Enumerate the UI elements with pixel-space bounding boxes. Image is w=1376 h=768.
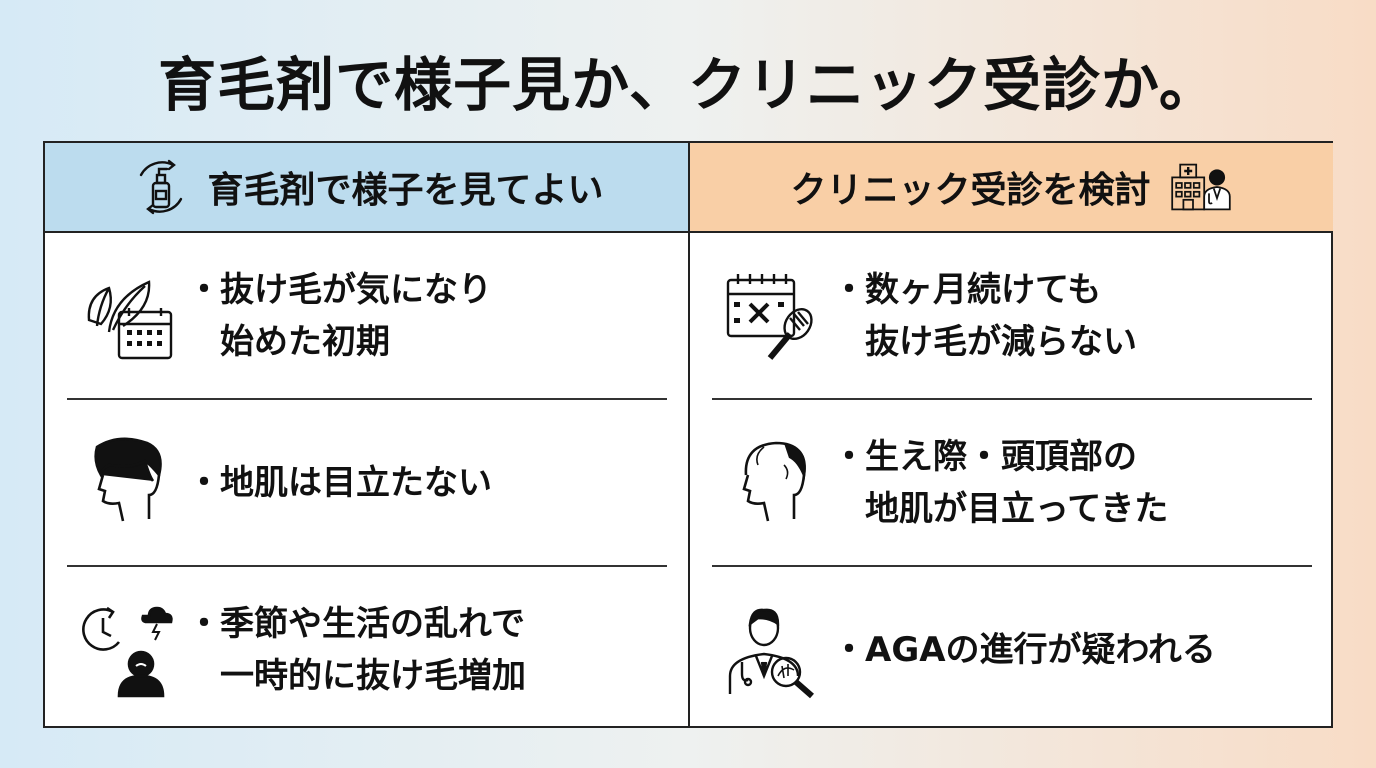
right-item-1-text: ・ 数ヶ月続けても 抜け毛が減らない [832, 264, 1137, 368]
doctor-magnifier-icon [728, 608, 814, 698]
row-separator [712, 565, 1312, 567]
bullet: ・ [187, 269, 221, 310]
right-item-2-line-1: 生え際・頭頂部の [865, 436, 1137, 477]
hospital-doctor-icon [1170, 163, 1231, 211]
leaf-calendar-icon [87, 279, 173, 359]
left-item-2-text: ・ 地肌は目立たない [187, 457, 492, 509]
right-row-1: ・ 数ヶ月続けても 抜け毛が減らない [690, 233, 1333, 398]
left-row-1: ・ 抜け毛が気になり 始めた初期 [45, 233, 688, 398]
header-left-label: 育毛剤で様子を見てよい [207, 170, 604, 211]
bullet: ・ [832, 436, 866, 477]
left-row-3: ・ 季節や生活の乱れで 一時的に抜け毛増加 [45, 567, 688, 732]
right-column: ・ 数ヶ月続けても 抜け毛が減らない ・ 生え際・頭頂部の 地肌が目立っ [690, 233, 1333, 728]
left-item-3-line-1: 季節や生活の乱れで [220, 603, 525, 644]
left-item-1-text: ・ 抜け毛が気になり 始めた初期 [187, 264, 492, 368]
right-item-2-line-2: 地肌が目立ってきた [865, 488, 1169, 529]
balding-head-icon [742, 441, 806, 521]
row-separator [712, 398, 1312, 400]
right-item-1-line-1: 数ヶ月続けても [865, 269, 1102, 310]
bullet: ・ [187, 462, 221, 503]
right-item-2-text: ・ 生え際・頭頂部の 地肌が目立ってきた [832, 431, 1168, 535]
right-item-3-text: ・ AGAの進行が疑われる [832, 624, 1216, 676]
comparison-table: 育毛剤で様子を見てよい クリニック受診を検討 [43, 141, 1333, 728]
bullet: ・ [832, 269, 866, 310]
page-title: 育毛剤で様子見か、クリニック受診か。 [158, 51, 1218, 119]
left-item-3-line-2: 一時的に抜け毛増加 [220, 655, 526, 696]
row-separator [67, 398, 667, 400]
left-item-3-text: ・ 季節や生活の乱れで 一時的に抜け毛増加 [187, 598, 526, 702]
header-right: クリニック受診を検討 [690, 143, 1333, 233]
column-divider [688, 143, 690, 726]
calendar-brush-icon [726, 273, 813, 360]
left-item-2-line-1: 地肌は目立たない [220, 462, 492, 503]
right-row-2: ・ 生え際・頭頂部の 地肌が目立ってきた [690, 400, 1333, 565]
header-left: 育毛剤で様子を見てよい [45, 143, 688, 233]
left-column: ・ 抜け毛が気になり 始めた初期 ・ 地肌は目立たない [45, 233, 688, 728]
clock-stressed-person-icon [82, 606, 173, 697]
row-separator [67, 565, 667, 567]
spray-bottle-cycle-icon [140, 159, 183, 215]
left-row-2: ・ 地肌は目立たない [45, 400, 688, 565]
left-item-1-line-2: 始めた初期 [220, 321, 390, 362]
right-row-3: ・ AGAの進行が疑われる [690, 567, 1333, 732]
bullet: ・ [832, 629, 866, 670]
right-item-1-line-2: 抜け毛が減らない [865, 321, 1137, 362]
right-item-3-line-1: AGAの進行が疑われる [865, 629, 1216, 670]
left-item-1-line-1: 抜け毛が気になり [220, 269, 492, 310]
header-right-label: クリニック受診を検討 [790, 170, 1151, 211]
full-hair-head-icon [94, 437, 162, 521]
bullet: ・ [187, 603, 221, 644]
